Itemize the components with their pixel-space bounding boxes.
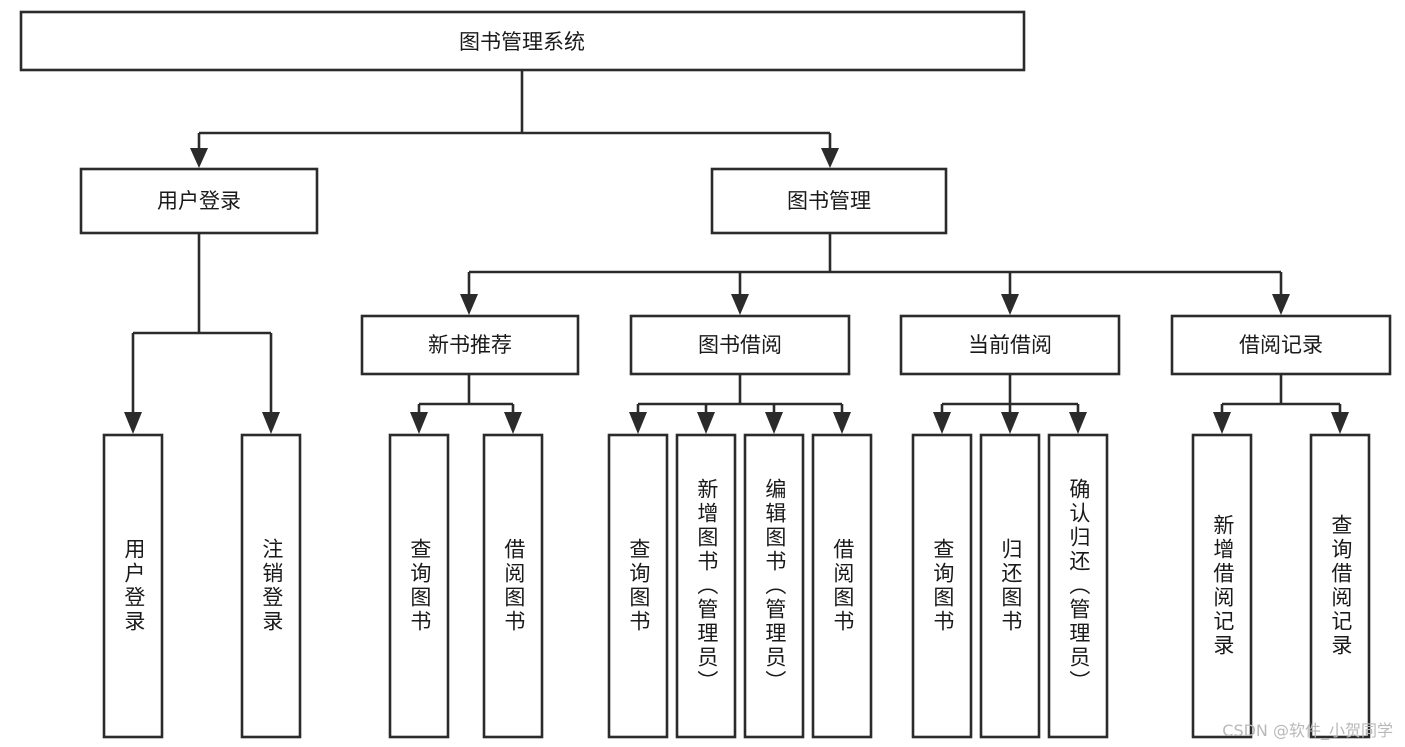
connector-group-root (190, 70, 839, 168)
node-leaf-add-book-box[interactable] (675, 433, 737, 739)
node-leaf-user-login-box[interactable] (102, 433, 164, 739)
node-borrow-record[interactable]: 借阅记录 (1170, 314, 1392, 376)
node-new-book-rec[interactable]: 新书推荐 (360, 314, 580, 376)
node-user-login-label: 用户登录 (157, 189, 241, 213)
node-leaf-query-book-1-box[interactable] (388, 433, 450, 739)
node-current-borrow-label: 当前借阅 (968, 333, 1052, 357)
node-book-manage-box[interactable] (710, 167, 948, 235)
node-book-borrow-box[interactable] (629, 314, 851, 376)
node-user-login-box[interactable] (79, 167, 319, 235)
node-leaf-user-logout-box[interactable] (240, 433, 302, 739)
node-current-borrow[interactable]: 当前借阅 (899, 314, 1121, 376)
arrow-head-leaf-edit-book (765, 412, 783, 434)
arrow-head-book-manage (821, 148, 839, 168)
node-book-borrow[interactable]: 图书借阅 (629, 314, 851, 376)
node-root[interactable]: 图书管理系统 (19, 10, 1026, 72)
connector-group-user-login (124, 233, 280, 434)
arrow-head-borrow-record (1272, 294, 1290, 315)
node-leaf-borrow-book-2-box[interactable] (811, 433, 873, 739)
node-leaf-query-book-2-box[interactable] (607, 433, 669, 739)
node-leaf-borrow-book-1-box[interactable] (482, 433, 544, 739)
arrow-head-leaf-user-login (124, 412, 142, 434)
connector-group-book-borrow (629, 374, 851, 434)
node-user-login[interactable]: 用户登录 (79, 167, 319, 235)
node-borrow-record-label: 借阅记录 (1239, 333, 1323, 357)
node-new-book-rec-label: 新书推荐 (428, 333, 512, 357)
arrow-head-leaf-query-book-1 (410, 412, 428, 434)
node-new-book-rec-box[interactable] (360, 314, 580, 376)
node-book-manage[interactable]: 图书管理 (710, 167, 948, 235)
node-root-box[interactable] (19, 10, 1026, 72)
arrow-head-leaf-borrow-book-1 (504, 412, 522, 434)
arrow-head-leaf-add-book (697, 412, 715, 434)
arrow-head-leaf-query-book-2 (629, 412, 647, 434)
arrow-head-book-borrow (731, 294, 749, 315)
node-leaf-return-book-box[interactable] (979, 433, 1041, 739)
arrow-head-leaf-borrow-book-2 (833, 412, 851, 434)
connector-group-book-manage (460, 233, 1290, 315)
watermark-text: CSDN @软件_小贺同学 (1222, 721, 1393, 740)
node-leaf-edit-book-box[interactable] (743, 433, 805, 739)
node-book-borrow-label: 图书借阅 (698, 333, 782, 357)
arrow-head-leaf-return-book (1001, 412, 1019, 434)
node-leaf-confirm-return-box[interactable] (1047, 433, 1109, 739)
node-root-label: 图书管理系统 (459, 30, 585, 54)
connector-group-new-book-rec (410, 374, 522, 434)
node-leaf-add-record-box[interactable] (1191, 433, 1253, 739)
connector-group-borrow-record (1213, 374, 1349, 434)
arrow-head-current-borrow (1001, 294, 1019, 315)
arrow-head-leaf-user-logout (262, 412, 280, 434)
node-leaf-query-record-box[interactable] (1309, 433, 1371, 739)
node-leaf-query-book-3-box[interactable] (911, 433, 973, 739)
node-current-borrow-box[interactable] (899, 314, 1121, 376)
node-borrow-record-box[interactable] (1170, 314, 1392, 376)
arrow-head-leaf-confirm-return (1069, 412, 1087, 434)
connector-group-current-borrow (933, 374, 1087, 434)
arrow-head-leaf-query-record (1331, 412, 1349, 434)
arrow-head-leaf-query-book-3 (933, 412, 951, 434)
node-book-manage-label: 图书管理 (787, 189, 871, 213)
arrow-head-leaf-add-record (1213, 412, 1231, 434)
arrow-head-user-login (190, 148, 208, 168)
arrow-head-new-book-rec (460, 294, 478, 315)
